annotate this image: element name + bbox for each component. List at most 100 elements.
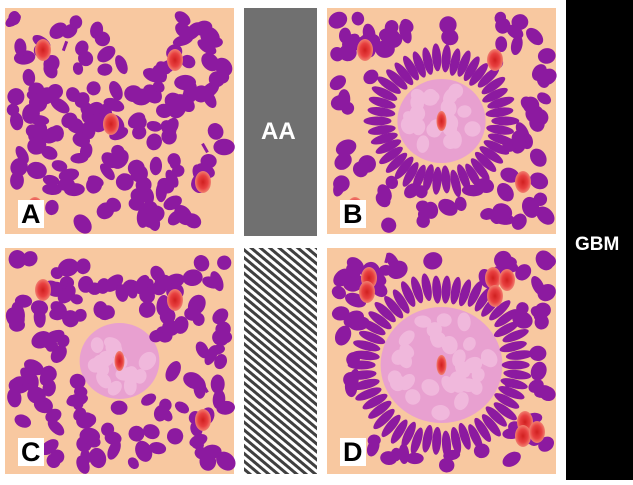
tumor-cell xyxy=(78,50,94,67)
tumor-cell xyxy=(9,318,25,332)
palisading-cell xyxy=(493,321,519,338)
palisading-cell xyxy=(487,96,515,109)
blood-vessel xyxy=(515,425,531,447)
necrotic-cell xyxy=(389,374,406,392)
tumor-cell xyxy=(181,54,196,69)
palisading-cell xyxy=(401,421,416,448)
blood-vessel xyxy=(357,39,373,61)
tumor-cell xyxy=(538,436,554,452)
blood-vessel xyxy=(529,421,545,443)
tumor-cell xyxy=(143,200,158,216)
tumor-cell xyxy=(69,373,86,390)
blood-vessel xyxy=(485,267,501,289)
tumor-cell xyxy=(358,155,376,173)
tumor-cell xyxy=(526,27,544,46)
tumor-cell xyxy=(338,27,352,44)
panel-label-a: A xyxy=(18,200,44,228)
palisading-cell xyxy=(498,386,525,400)
palisading-cell xyxy=(499,341,527,353)
necrotic-cell xyxy=(98,350,114,367)
palisading-cell xyxy=(394,62,414,86)
tumor-cell xyxy=(163,195,182,211)
tumor-cell xyxy=(443,449,461,461)
tumor-cell xyxy=(47,419,65,436)
tumor-cell xyxy=(175,22,192,39)
necrotic-cell xyxy=(463,337,476,351)
palisading-cell xyxy=(367,106,396,117)
palisading-cell xyxy=(470,158,490,181)
palisading-cell xyxy=(494,309,518,328)
palisading-cell xyxy=(410,427,423,455)
palisading-cell xyxy=(375,139,402,154)
tumor-cell xyxy=(351,11,365,26)
tumor-cell xyxy=(384,20,399,35)
palisading-cell xyxy=(422,424,433,453)
palisading-cell xyxy=(485,107,514,118)
tumor-cell xyxy=(209,344,225,355)
tumor-cell xyxy=(115,173,134,191)
tumor-cell xyxy=(50,267,64,280)
blood-vessel xyxy=(515,171,531,193)
tumor-cell xyxy=(331,285,346,300)
tumor-cell xyxy=(213,138,235,156)
tumor-cell xyxy=(334,325,352,346)
palisading-cell xyxy=(502,329,529,343)
tumor-cell xyxy=(535,250,554,271)
tumor-cell xyxy=(500,167,520,183)
tumor-cell xyxy=(529,148,547,167)
tumor-cell xyxy=(154,274,172,291)
blood-vessel xyxy=(487,49,503,71)
palisading-cell xyxy=(474,151,497,172)
necrotic-cell xyxy=(96,371,112,389)
palisading-cell xyxy=(368,400,392,419)
tumor-cell xyxy=(511,129,526,144)
panel-a-cells xyxy=(5,11,235,234)
necrotic-cell xyxy=(464,121,481,137)
tumor-cell xyxy=(380,451,398,466)
tumor-cell xyxy=(26,161,47,179)
tumor-cell xyxy=(142,424,160,440)
necrotic-cell xyxy=(104,337,122,351)
palisading-cell xyxy=(411,276,424,304)
tumor-cell xyxy=(193,20,213,36)
tumor-cell xyxy=(480,208,495,220)
tumor-cell xyxy=(10,112,24,131)
tumor-cell xyxy=(50,449,65,464)
palisading-cell xyxy=(468,424,483,450)
palisading-cell xyxy=(481,414,501,437)
palisading-cell xyxy=(379,146,403,165)
tumor-cell xyxy=(94,31,111,47)
tumor-cell xyxy=(461,184,484,197)
tumor-cell xyxy=(217,255,232,270)
palisading-cell xyxy=(485,406,507,427)
tumor-cell xyxy=(80,448,91,466)
palisading-cell xyxy=(441,275,451,304)
palisading-cell xyxy=(486,124,514,135)
tumor-cell xyxy=(22,251,38,267)
blood-vessel xyxy=(167,289,183,311)
necrotic-cell xyxy=(138,351,157,371)
necrotic-cell xyxy=(436,313,452,327)
panel-label-d: D xyxy=(340,438,366,466)
tumor-cell xyxy=(160,408,173,422)
tumor-cell xyxy=(208,71,225,88)
tumor-cell xyxy=(115,55,128,75)
tumor-cell xyxy=(334,152,352,170)
palisading-cell xyxy=(463,56,480,82)
palisading-cell xyxy=(368,311,392,330)
palisading-cell xyxy=(474,417,492,442)
palisading-cell xyxy=(386,69,408,90)
necrotic-cell xyxy=(457,312,471,332)
palisading-cell xyxy=(394,156,414,180)
tumor-cell xyxy=(515,264,532,281)
tumor-cell xyxy=(206,36,223,48)
tumor-cell xyxy=(516,302,529,315)
tumor-cell xyxy=(45,199,59,216)
necrotic-cell xyxy=(431,404,450,421)
tumor-cell xyxy=(128,197,145,211)
mitotic-figure xyxy=(61,280,69,292)
palisading-cell xyxy=(377,76,401,94)
palisading-cell xyxy=(373,408,395,430)
